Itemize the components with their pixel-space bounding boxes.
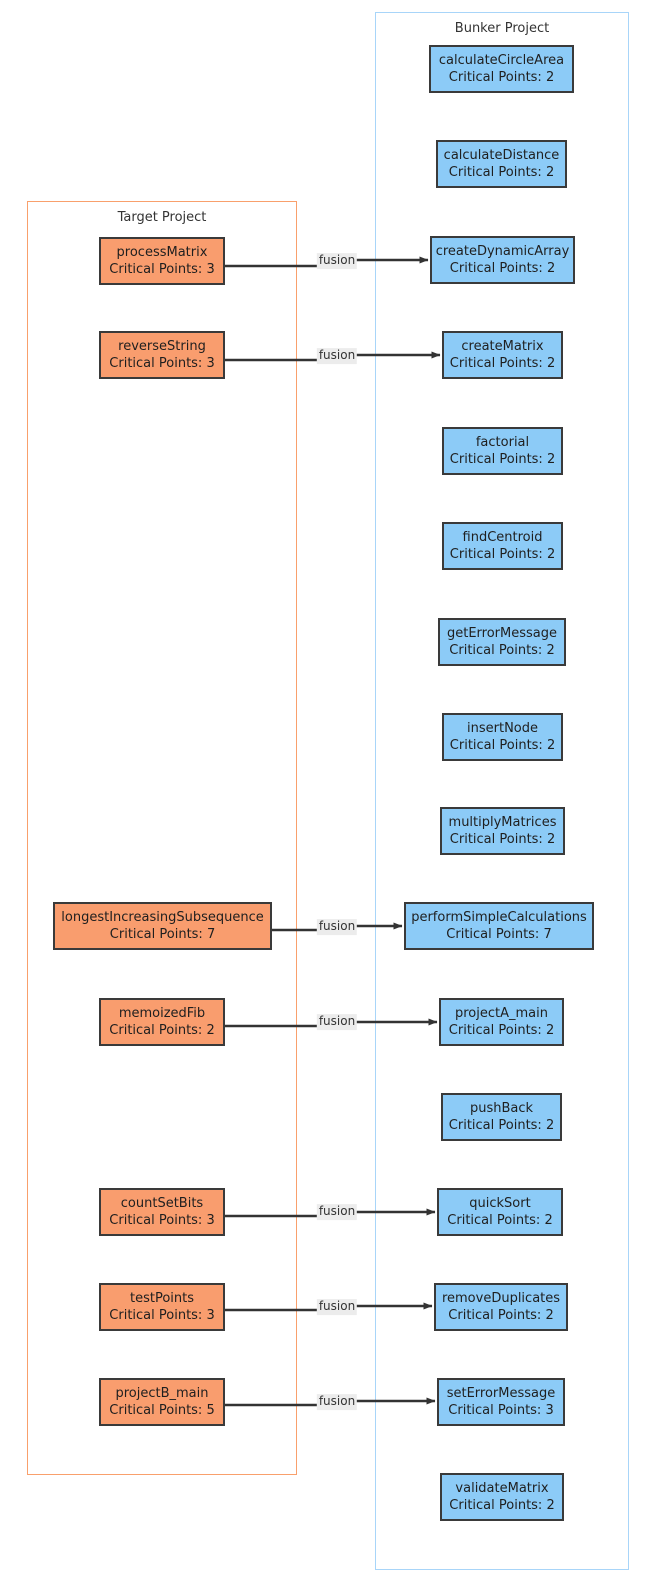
node-name: processMatrix	[116, 244, 208, 260]
edge-label-longestIncreasingSubsequence-to-performSimpleCalculations: fusion	[316, 919, 358, 935]
node-metric: Critical Points: 2	[449, 547, 556, 562]
node-name: validateMatrix	[455, 1480, 549, 1496]
node-name: removeDuplicates	[441, 1290, 561, 1306]
node-metric: Critical Points: 7	[109, 927, 216, 942]
node-metric: Critical Points: 2	[448, 1308, 554, 1323]
node-metric: Critical Points: 2	[448, 165, 555, 180]
node-name: performSimpleCalculations	[411, 909, 587, 925]
edge-label-processMatrix-to-createDynamicArray: fusion	[316, 253, 358, 269]
edge-label-countSetBits-to-quickSort: fusion	[316, 1204, 358, 1220]
node-metric: Critical Points: 2	[449, 643, 555, 658]
node-name: projectA_main	[455, 1005, 548, 1021]
node-metric: Critical Points: 2	[449, 738, 556, 753]
cluster-target	[27, 201, 297, 1475]
node-name: countSetBits	[120, 1195, 204, 1211]
edge-label-memoizedFib-to-projectA_main: fusion	[316, 1014, 358, 1030]
node-name: quickSort	[469, 1195, 531, 1211]
node-metric: Critical Points: 3	[109, 262, 215, 277]
node-name: testPoints	[129, 1290, 195, 1306]
node-metric: Critical Points: 3	[109, 1213, 215, 1228]
edge-label-reverseString-to-createMatrix: fusion	[316, 348, 358, 364]
node-name: setErrorMessage	[446, 1385, 556, 1401]
node-metric: Critical Points: 2	[447, 1213, 553, 1228]
node-name: pushBack	[469, 1100, 534, 1116]
node-name: createMatrix	[461, 338, 544, 354]
node-name: calculateCircleArea	[438, 52, 565, 68]
cluster-bunker	[375, 12, 629, 1570]
node-metric: Critical Points: 2	[448, 1023, 555, 1038]
node-metric: Critical Points: 3	[109, 356, 215, 371]
node-metric: Critical Points: 2	[449, 1498, 555, 1513]
cluster-title-target: Target Project	[117, 210, 207, 225]
edge-label-testPoints-to-removeDuplicates: fusion	[316, 1299, 358, 1315]
node-metric: Critical Points: 3	[109, 1308, 215, 1323]
node-name: findCentroid	[462, 529, 543, 545]
node-name: calculateDistance	[443, 147, 560, 163]
node-metric: Critical Points: 5	[109, 1403, 215, 1418]
node-name: getErrorMessage	[446, 625, 557, 641]
node-metric: Critical Points: 2	[449, 832, 556, 847]
node-metric: Critical Points: 2	[109, 1023, 215, 1038]
edge-label-projectB_main-to-setErrorMessage: fusion	[316, 1394, 358, 1410]
node-metric: Critical Points: 2	[448, 1118, 555, 1133]
node-name: projectB_main	[115, 1385, 209, 1401]
node-name: reverseString	[118, 338, 206, 354]
node-name: createDynamicArray	[435, 243, 570, 259]
node-metric: Critical Points: 2	[449, 452, 556, 467]
cluster-title-bunker: Bunker Project	[454, 21, 550, 36]
node-name: longestIncreasingSubsequence	[61, 909, 264, 925]
node-name: factorial	[475, 434, 530, 450]
node-metric: Critical Points: 7	[446, 927, 552, 942]
node-metric: Critical Points: 2	[449, 356, 556, 371]
node-metric: Critical Points: 2	[448, 70, 555, 85]
node-metric: Critical Points: 3	[448, 1403, 554, 1418]
node-name: insertNode	[467, 720, 538, 736]
node-name: memoizedFib	[118, 1005, 206, 1021]
node-name: multiplyMatrices	[448, 814, 557, 830]
node-metric: Critical Points: 2	[449, 261, 556, 276]
